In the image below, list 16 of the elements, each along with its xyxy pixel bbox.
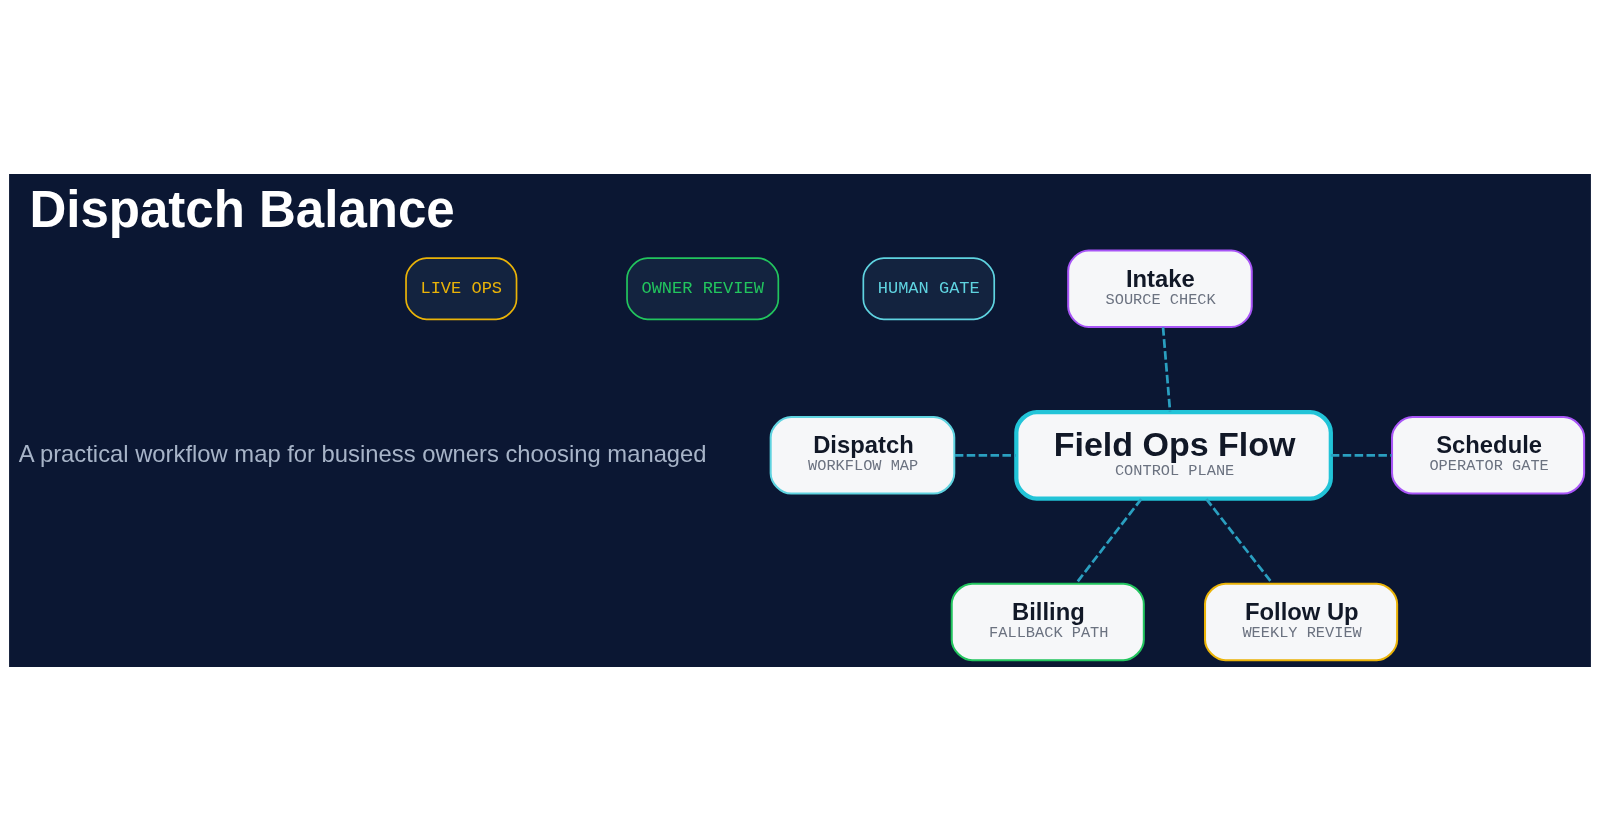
node-box: Billing FALLBACK PATH — [950, 582, 1145, 661]
label: A practical workflow map for business owners choosing managed — [18, 439, 707, 467]
node-box: Intake SOURCE CHECK — [1067, 249, 1253, 328]
connector — [1161, 326, 1172, 412]
connector — [1075, 497, 1143, 584]
node-box: Follow Up WEEKLY REVIEW — [1204, 582, 1399, 661]
connector — [1330, 453, 1392, 457]
node-box: Field Ops Flow CONTROL PLANE — [1014, 409, 1333, 501]
connector — [954, 453, 1016, 457]
diagram-title: Dispatch Balance — [29, 180, 455, 238]
label: LIVE OPS — [420, 278, 503, 298]
node-box: Schedule OPERATOR GATE — [1391, 415, 1586, 495]
connector — [1205, 497, 1274, 584]
label: HUMAN GATE — [877, 278, 980, 298]
label: OWNER REVIEW — [641, 278, 764, 298]
node-box: Dispatch WORKFLOW MAP — [769, 415, 956, 495]
